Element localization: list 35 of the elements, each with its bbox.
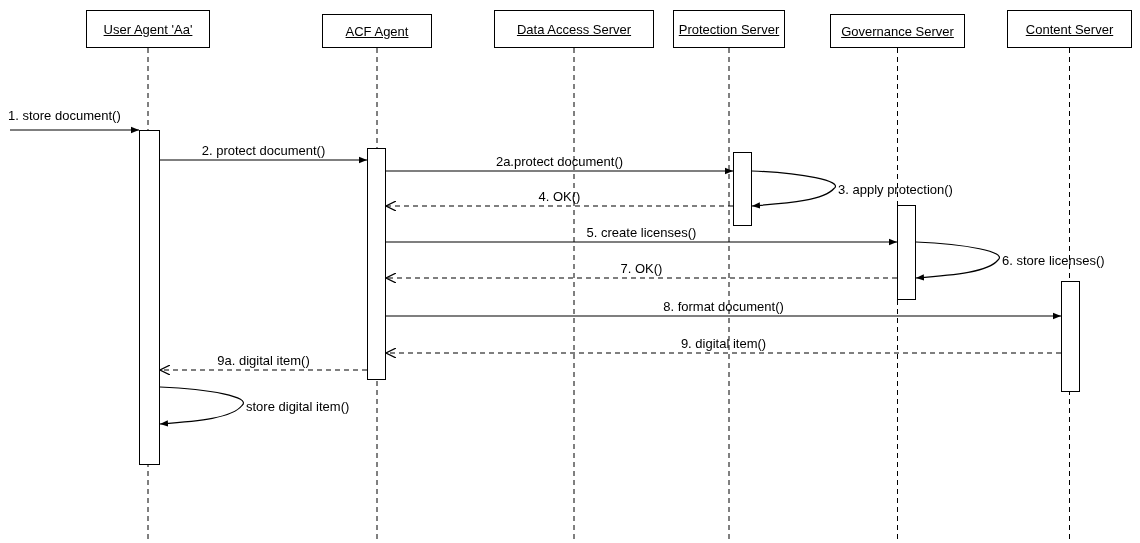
lifeline-header: Protection Server [673,10,785,48]
message-label: 9. digital item() [680,335,767,351]
activation-bar [139,130,160,465]
self-message-arrow [751,170,837,209]
return-message-arrow [385,272,898,284]
message-label: 2. protect document() [201,142,326,158]
return-message-arrow [385,200,734,212]
message-label: store digital item() [246,398,350,413]
lifeline-header: Content Server [1007,10,1132,48]
return-message-arrow [159,364,368,376]
message-arrow [9,126,140,134]
activation-bar [1061,281,1080,392]
activation-bar [733,152,752,226]
lifeline-header: User Agent 'Aa' [86,10,210,48]
message-label: 1. store document() [8,107,121,123]
lifeline-header: Data Access Server [494,10,654,48]
message-label: 2a.protect document() [495,153,624,169]
message-label: 6. store licenses() [1002,252,1105,268]
lifeline-header: Governance Server [830,14,965,48]
message-label: 9a. digital item() [217,352,310,368]
activation-bar [367,148,386,380]
return-message-arrow [385,347,1062,359]
message-label: 3. apply protection() [838,181,953,196]
self-message-arrow [915,241,1001,281]
message-arrow [159,156,368,164]
message-arrow [385,167,734,175]
message-arrow [385,238,898,246]
activation-bar [897,205,916,300]
message-label: 7. OK() [620,260,663,276]
message-arrow [385,312,1062,320]
message-label: 4. OK() [538,188,581,204]
lifeline-header: ACF Agent [322,14,432,48]
message-label: 8. format document() [663,298,784,314]
self-message-arrow [159,386,245,427]
message-label: 5. create licenses() [586,224,697,240]
